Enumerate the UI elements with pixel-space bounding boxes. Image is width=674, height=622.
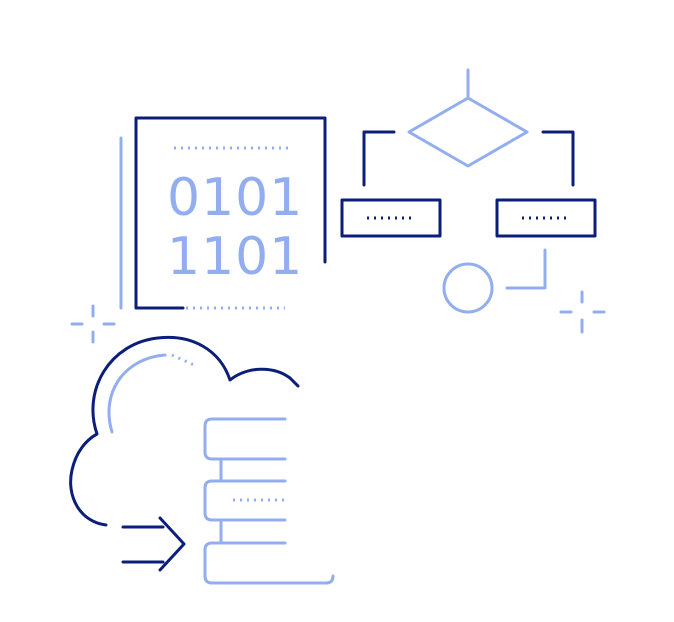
- flowchart-icon: [340, 68, 597, 314]
- binary-line-1: 0101: [167, 168, 303, 228]
- sparkle-icon: [559, 290, 606, 334]
- terminal-circle: [442, 262, 494, 314]
- process-box-left: [340, 198, 442, 238]
- process-box-right: [495, 198, 597, 238]
- arrow-right-icon: [121, 516, 186, 572]
- sparkle-icon: [70, 304, 116, 344]
- cloud-icon: [69, 335, 300, 527]
- server-stack-icon: [203, 417, 335, 585]
- binary-document-icon: 0101 1101: [119, 116, 327, 310]
- decision-diamond: [407, 96, 529, 168]
- binary-line-2: 1101: [167, 227, 303, 287]
